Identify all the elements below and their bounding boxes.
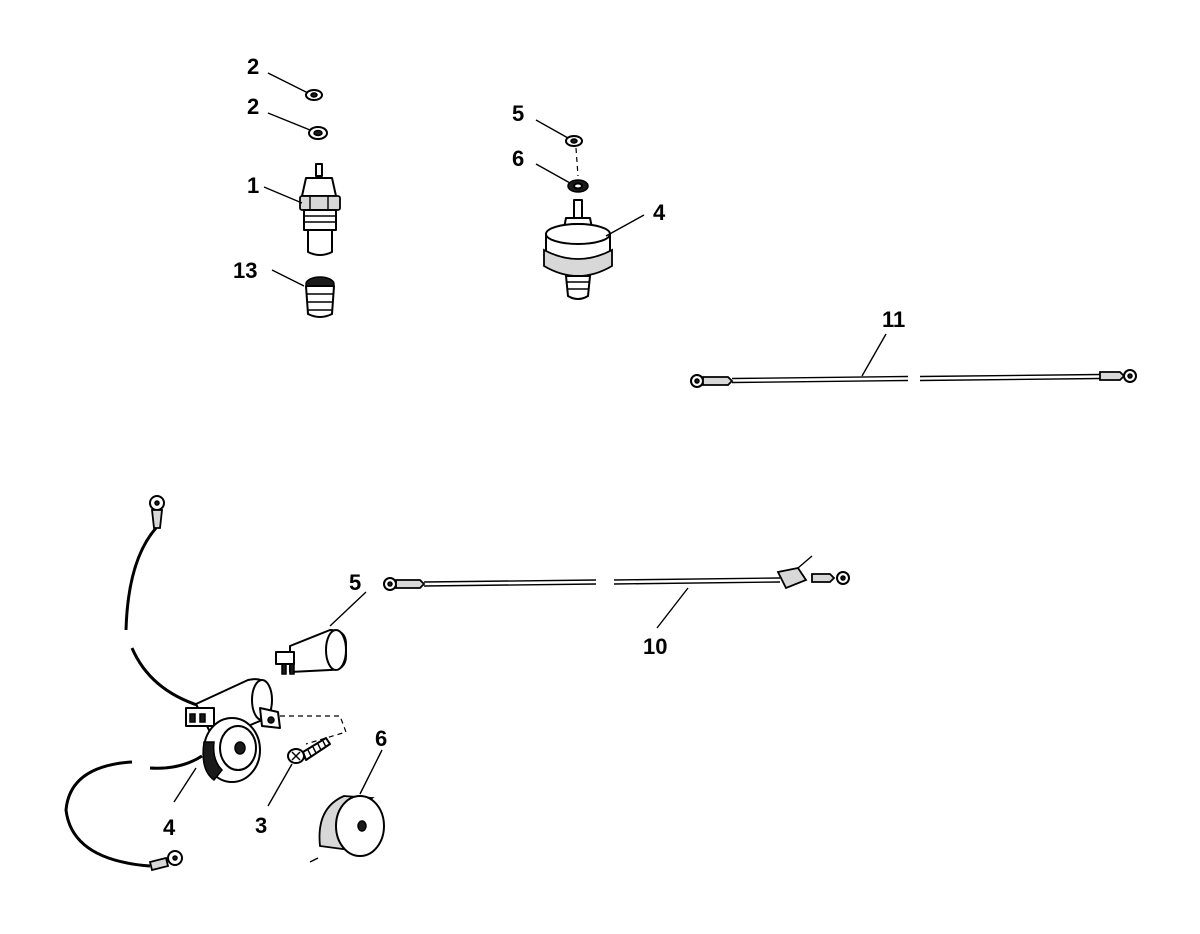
part-5-connector [275,629,347,675]
part-11-wire [690,369,1137,388]
callout-6-bottom: 6 [375,726,387,751]
callout-5-bottom: 5 [349,570,361,595]
part-2-washer [308,126,328,140]
part-6-lockwasher-top [567,179,589,193]
part-2-nut [305,89,323,101]
callout-4-top: 4 [653,200,666,225]
callout-13: 13 [233,258,257,283]
callout-6-top: 6 [512,146,524,171]
part-1-temperature-sender [299,163,341,256]
callout-2-second: 2 [247,94,259,119]
assembly-line-bottom [280,715,347,745]
part-5-nut-top [565,135,583,147]
callout-1: 1 [247,173,259,198]
assembly-line-top [575,147,579,177]
callout-4-bottom: 4 [163,815,176,840]
part-3-screw [287,737,331,764]
part-10-wire [383,555,850,591]
leader-lines [173,72,887,807]
callout-2-top: 2 [247,54,259,79]
callout-11: 11 [882,307,905,332]
part-6-cap [309,795,385,863]
callout-10: 10 [643,634,667,659]
part-13-adapter [305,276,335,318]
part-4-warning-horn [64,495,281,872]
part-4-oil-pressure-sender [543,199,613,300]
callout-3: 3 [255,813,267,838]
callout-5-top: 5 [512,101,524,126]
